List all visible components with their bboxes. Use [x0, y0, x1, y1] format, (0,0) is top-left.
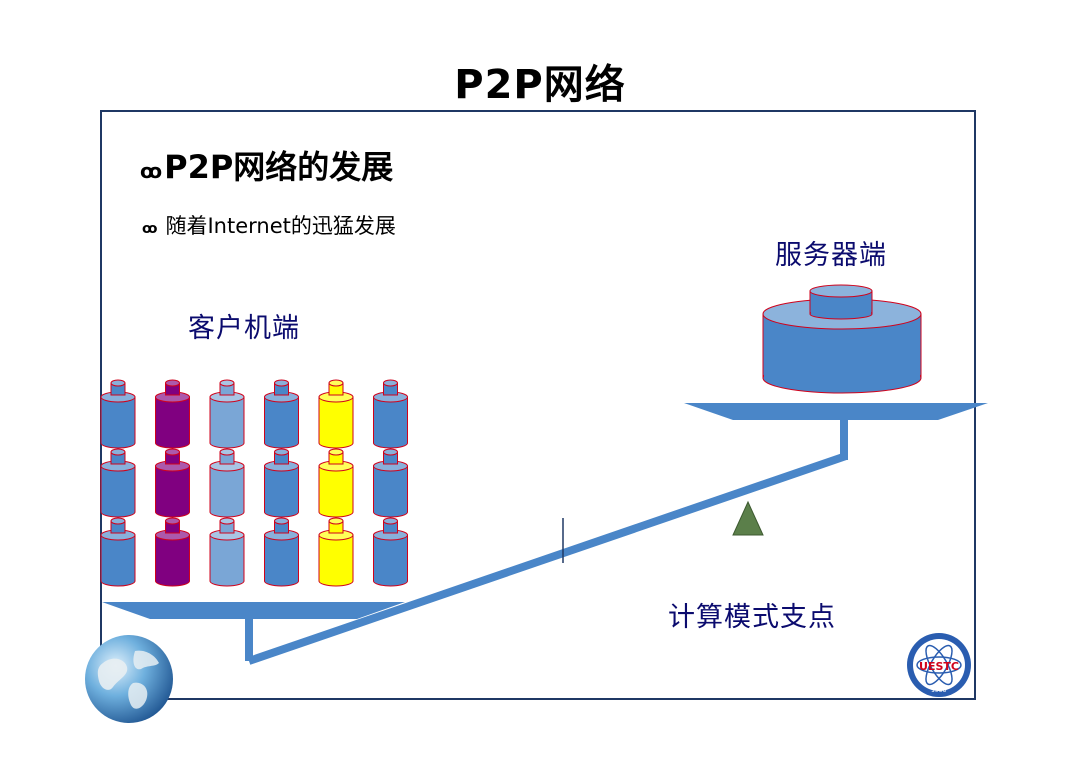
client-cylinder [264, 517, 299, 587]
bullet-item: ꝏ 随着Internet的迅猛发展 [142, 210, 396, 240]
server-tray [684, 403, 988, 420]
client-cylinder [209, 517, 245, 587]
fulcrum-triangle [732, 500, 764, 536]
fulcrum-label: 计算模式支点 [668, 602, 836, 633]
client-cylinder [318, 517, 354, 587]
server-icon [762, 284, 922, 394]
server-label: 服务器端 [775, 240, 887, 271]
client-cylinder [209, 448, 245, 518]
client-cylinder-grid [100, 379, 408, 587]
slide-title: P2P网络 [454, 62, 626, 108]
bullet-text: 随着Internet的迅猛发展 [165, 214, 396, 238]
client-cylinder [100, 448, 136, 518]
client-cylinder [373, 448, 408, 518]
client-cylinder [155, 379, 190, 449]
client-cylinder [373, 379, 408, 449]
client-cylinder [264, 448, 299, 518]
client-cylinder [373, 517, 408, 587]
client-cylinder [318, 448, 354, 518]
server-tray-post [840, 420, 848, 460]
client-cylinder [155, 448, 190, 518]
client-tray [102, 602, 405, 619]
client-cylinder [318, 379, 354, 449]
client-cylinder [100, 379, 136, 449]
heading-text: P2P网络的发展 [164, 148, 394, 186]
globe-icon [85, 635, 173, 723]
balance-beam [247, 452, 848, 665]
client-tray-post [245, 619, 253, 661]
client-cylinder [209, 379, 245, 449]
client-cylinder [264, 379, 299, 449]
logo-year: 1956 [931, 687, 946, 694]
client-cylinder [100, 517, 136, 587]
bullet-icon: ꝏ [142, 221, 158, 237]
bullet-icon: ꝏ [140, 159, 163, 183]
uestc-logo: UESTC 1956 [907, 633, 971, 697]
logo-text: UESTC [919, 660, 959, 673]
section-heading: ꝏP2P网络的发展 [140, 142, 393, 188]
client-cylinder [155, 517, 190, 587]
client-label: 客户机端 [188, 313, 300, 344]
